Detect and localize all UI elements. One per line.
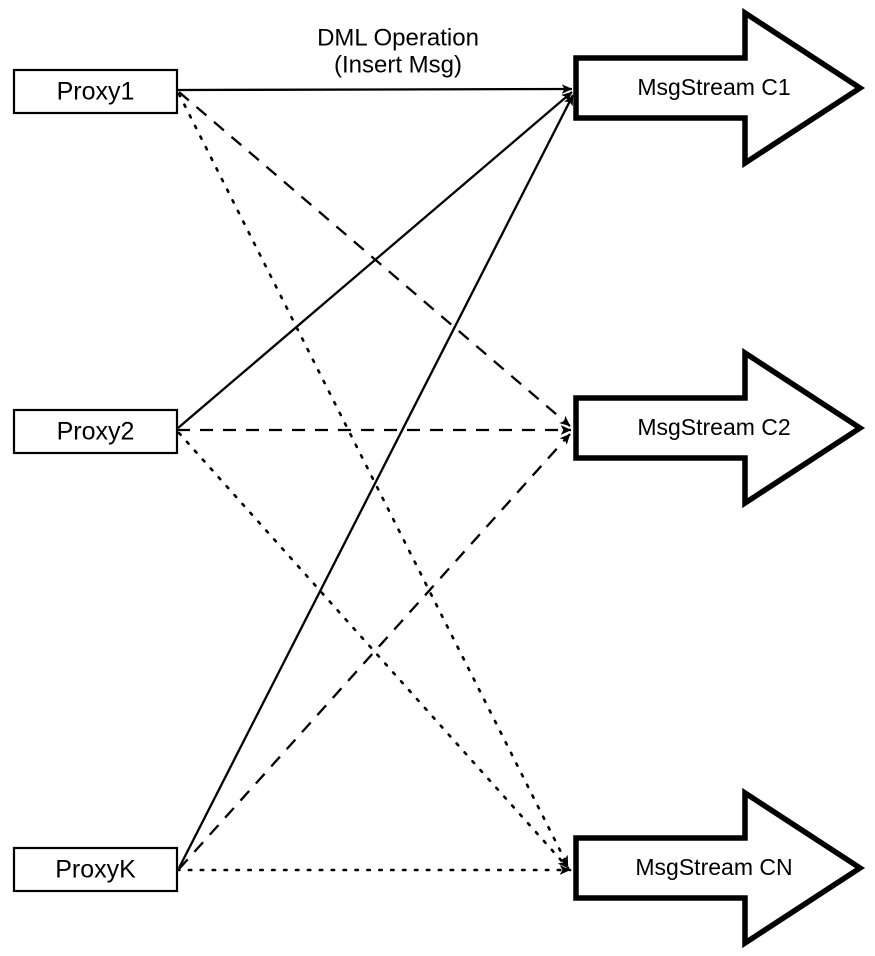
edge-proxyk-to-c1 [177, 94, 575, 869]
proxyk-label: ProxyK [55, 856, 136, 884]
msgstream-nodes-group: MsgStream C1 MsgStream C2 MsgStream CN [573, 7, 866, 949]
msgstream-c2-label: MsgStream C2 [637, 414, 790, 440]
edge-proxyk-to-c2 [178, 433, 571, 870]
dml-operation-line2: (Insert Msg) [334, 51, 462, 78]
edge-proxy2-to-cn [177, 431, 570, 870]
edge-proxy1-to-c1 [176, 84, 573, 94]
node-proxyk[interactable]: ProxyK [12, 846, 179, 893]
node-msgstream-c2[interactable]: MsgStream C2 [573, 347, 866, 509]
node-proxy1[interactable]: Proxy1 [12, 68, 179, 115]
edge-group [175, 84, 575, 875]
msgstream-c1-label: MsgStream C1 [637, 74, 790, 100]
dml-operation-annotation: DML Operation (Insert Msg) [317, 24, 479, 78]
proxy1-box[interactable] [12, 68, 179, 115]
proxy-nodes-group: Proxy1 Proxy2 ProxyK [12, 68, 179, 893]
edge-proxy2-to-c1 [177, 91, 573, 429]
edge-proxy1-to-cn [177, 92, 570, 868]
proxy1-label: Proxy1 [57, 78, 135, 106]
proxy2-label: Proxy2 [57, 418, 135, 446]
msgstream-cn-label: MsgStream CN [635, 854, 792, 880]
proxyk-box[interactable] [12, 846, 179, 893]
node-msgstream-c1[interactable]: MsgStream C1 [573, 7, 866, 169]
msgstream-c1-arrow-shape[interactable] [573, 7, 866, 169]
msgstream-cn-arrow-shape[interactable] [573, 787, 866, 949]
msgstream-c2-arrow-shape[interactable] [573, 347, 866, 509]
dml-operation-line1: DML Operation [317, 24, 479, 51]
node-proxy2[interactable]: Proxy2 [12, 408, 179, 455]
node-msgstream-cn[interactable]: MsgStream CN [573, 787, 866, 949]
proxy2-box[interactable] [12, 408, 179, 455]
